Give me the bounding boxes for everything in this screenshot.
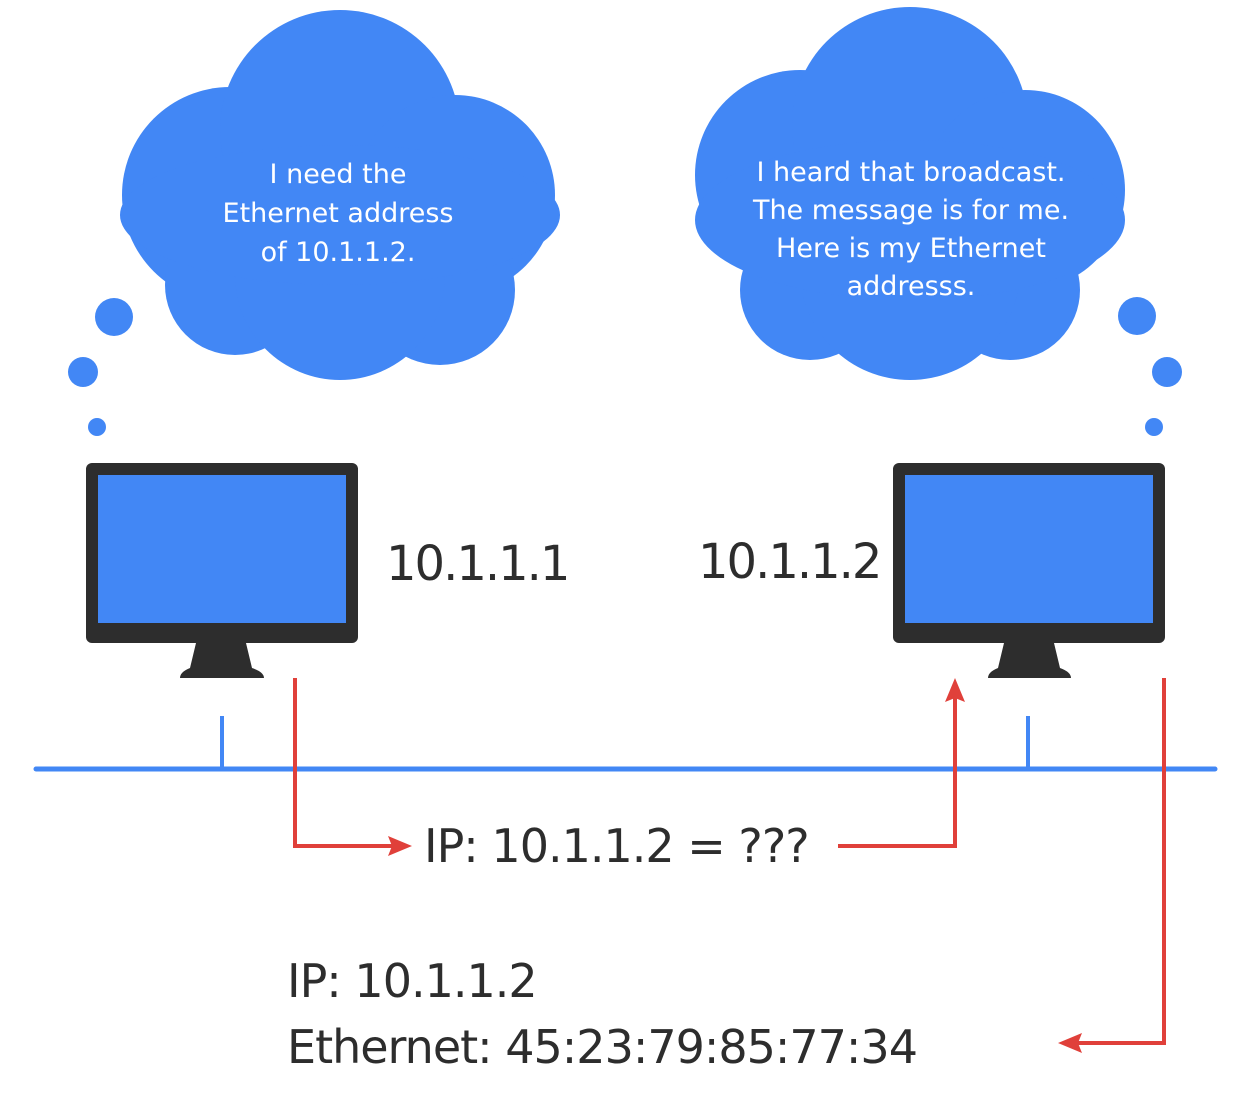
left-thought-line-1: I need the [270, 159, 407, 190]
left-thought-bubbles [68, 298, 133, 436]
reply-arrowhead-left [1058, 1033, 1082, 1053]
right-host-ip: 10.1.1.2 [698, 534, 880, 590]
right-thought-line-3: Here is my Ethernet [776, 233, 1046, 264]
right-thought-line-1: I heard that broadcast. [756, 157, 1065, 188]
reply-arrow [1078, 678, 1166, 1045]
arp-reply-ethernet: Ethernet: 45:23:79:85:77:34 [287, 1020, 917, 1074]
right-thought-cloud [695, 7, 1125, 380]
left-thought-cloud [120, 10, 560, 380]
request-arrow-to-right [838, 698, 957, 848]
left-thought-line-3: of 10.1.1.2. [261, 237, 416, 268]
request-arrow-from-left [293, 678, 392, 848]
right-thought-line-4: addresss. [847, 271, 976, 302]
request-arrowhead-right [388, 836, 412, 856]
arp-reply-ip: IP: 10.1.1.2 [287, 954, 537, 1008]
arp-request-label: IP: 10.1.1.2 = ??? [424, 819, 809, 873]
request-arrowhead-up [945, 678, 965, 702]
right-thought-bubbles [1118, 297, 1182, 436]
left-monitor-icon [86, 463, 358, 678]
left-thought-line-2: Ethernet address [223, 198, 454, 229]
right-monitor-icon [893, 463, 1165, 678]
left-host-ip: 10.1.1.1 [386, 536, 568, 592]
right-thought-line-2: The message is for me. [752, 195, 1069, 226]
